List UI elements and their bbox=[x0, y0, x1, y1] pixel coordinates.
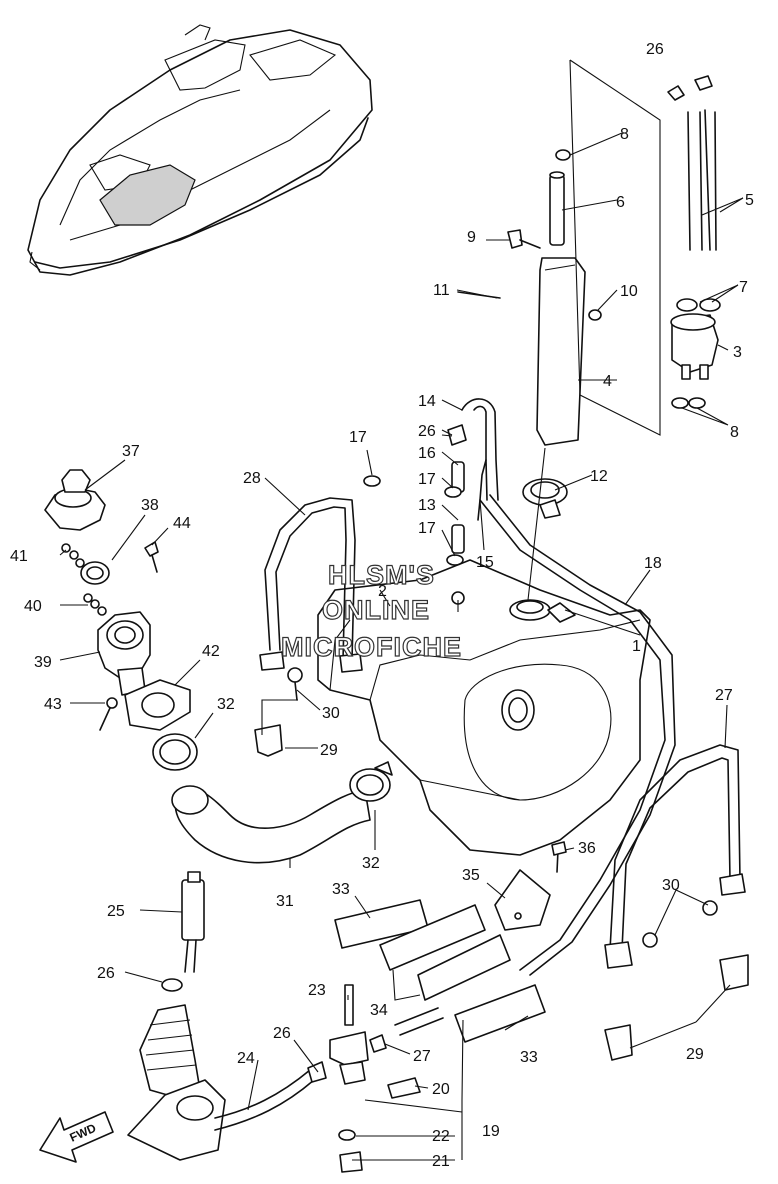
callout-42: 42 bbox=[202, 643, 220, 660]
callout-4: 4 bbox=[603, 373, 612, 390]
fuel-filter-assembly bbox=[569, 59, 721, 436]
callout-7: 7 bbox=[739, 279, 748, 296]
callout-19: 19 bbox=[482, 1123, 500, 1140]
callout-36: 36 bbox=[578, 840, 596, 857]
strap-27-assembly bbox=[604, 744, 749, 1061]
filler-assembly bbox=[44, 469, 393, 864]
callout-21: 21 bbox=[432, 1153, 450, 1170]
pads-and-bracket bbox=[334, 841, 567, 1043]
callout-35: 35 bbox=[462, 867, 480, 884]
callout-33b: 33 bbox=[520, 1049, 538, 1066]
callout-26a: 26 bbox=[646, 41, 664, 58]
watermark: HLSM'S ONLINE MICROFICHE bbox=[280, 559, 462, 662]
callout-44: 44 bbox=[173, 515, 191, 532]
callout-2: 2 bbox=[378, 583, 387, 600]
callout-34: 34 bbox=[370, 1002, 388, 1019]
callout-15: 15 bbox=[476, 554, 494, 571]
callout-28: 28 bbox=[243, 470, 261, 487]
callout-29a: 29 bbox=[320, 742, 338, 759]
callout-16: 16 bbox=[418, 445, 436, 462]
watercraft-illustration bbox=[27, 24, 373, 276]
callout-31: 31 bbox=[276, 893, 294, 910]
callout-30b: 30 bbox=[662, 877, 680, 894]
callout-14: 14 bbox=[418, 393, 436, 410]
callout-22: 22 bbox=[432, 1128, 450, 1145]
watermark-line-1: HLSM'S bbox=[328, 560, 435, 590]
callout-17c: 17 bbox=[418, 520, 436, 537]
watermark-line-3: MICROFICHE bbox=[281, 632, 462, 662]
callout-32a: 32 bbox=[217, 696, 235, 713]
fuel-tank bbox=[317, 559, 651, 856]
callout-29b: 29 bbox=[686, 1046, 704, 1063]
callout-25: 25 bbox=[107, 903, 125, 920]
fwd-arrow-icon: FWD bbox=[39, 1111, 114, 1163]
callout-20: 20 bbox=[432, 1081, 450, 1098]
callout-12: 12 bbox=[590, 468, 608, 485]
callout-33a: 33 bbox=[332, 881, 350, 898]
callout-40: 40 bbox=[24, 598, 42, 615]
leader-lines bbox=[59, 132, 744, 1161]
callout-17a: 17 bbox=[349, 429, 367, 446]
callout-26e: 27 bbox=[413, 1048, 431, 1065]
callout-30a: 30 bbox=[322, 705, 340, 722]
callout-27: 27 bbox=[715, 687, 733, 704]
callout-1: 1 bbox=[632, 638, 641, 655]
callout-3: 3 bbox=[733, 344, 742, 361]
vent-hose-assembly bbox=[363, 398, 499, 612]
callout-17b: 17 bbox=[418, 471, 436, 488]
watermark-line-2: ONLINE bbox=[322, 595, 430, 625]
callout-10: 10 bbox=[620, 283, 638, 300]
callout-43: 43 bbox=[44, 696, 62, 713]
pickup-assembly bbox=[127, 871, 421, 1173]
callout-8a: 8 bbox=[620, 126, 629, 143]
strap-18 bbox=[479, 494, 676, 976]
callout-38: 38 bbox=[141, 497, 159, 514]
callout-39: 39 bbox=[34, 654, 52, 671]
callout-11: 11 bbox=[433, 282, 450, 299]
callout-9: 9 bbox=[467, 229, 476, 246]
callout-13: 13 bbox=[418, 497, 436, 514]
callout-5: 5 bbox=[745, 192, 754, 209]
callout-41: 41 bbox=[10, 548, 28, 565]
callout-6: 6 bbox=[616, 194, 625, 211]
callout-24: 24 bbox=[237, 1050, 255, 1067]
callout-26b: 26 bbox=[418, 423, 436, 440]
callout-32b: 32 bbox=[362, 855, 380, 872]
callout-26d: 26 bbox=[273, 1025, 291, 1042]
callout-26c: 26 bbox=[97, 965, 115, 982]
callout-8b: 8 bbox=[730, 424, 739, 441]
callout-23: 23 bbox=[308, 982, 326, 999]
breather-pipe-assembly bbox=[457, 149, 602, 601]
callout-18: 18 bbox=[644, 555, 662, 572]
callout-labels: 1 2 3 4 5 6 7 8 8 9 10 11 12 13 14 15 16… bbox=[10, 41, 754, 1170]
callout-37: 37 bbox=[122, 443, 140, 460]
strap-28-assembly bbox=[254, 497, 363, 757]
